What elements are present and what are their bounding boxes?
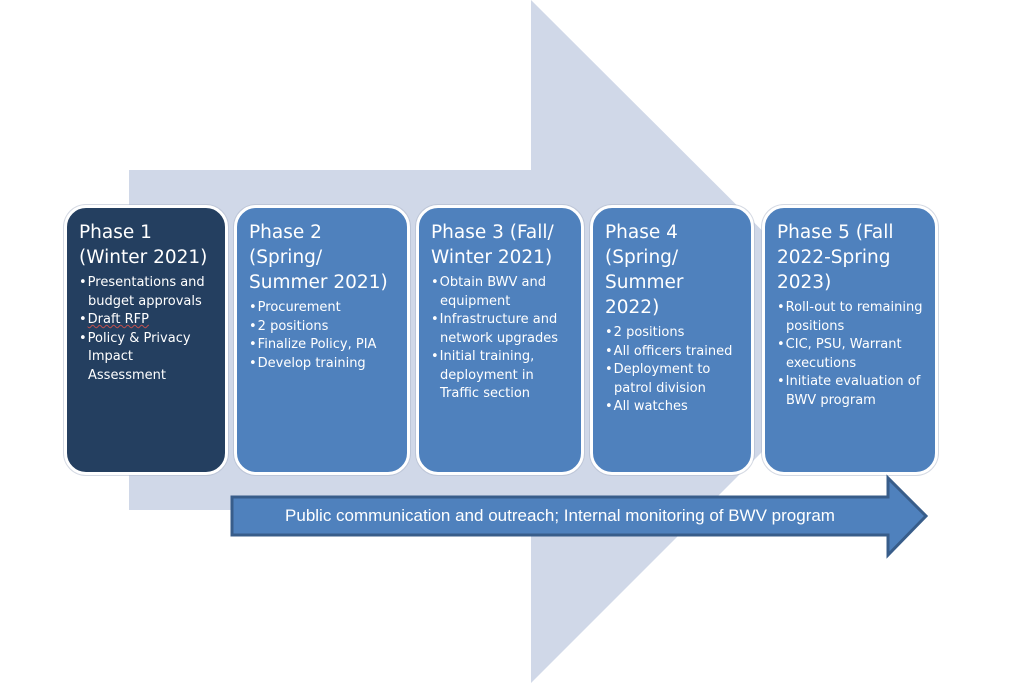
phase-2-title-line2: (Spring/ [249,247,323,268]
phase-4-box: Phase 4 (Spring/ Summer 2022) 2 position… [590,205,754,475]
phase-4-item: All officers trained [605,343,741,362]
phase-1-title: Phase 1 (Winter 2021) [79,220,215,270]
phase-3-item: Initial training, deployment in Traffic … [431,348,571,404]
phase-5-title-line1: Phase 5 (Fall [777,222,894,243]
phase-5-title-line3: 2023) [777,272,832,293]
phase-2-title-line1: Phase 2 [249,222,322,243]
phase-1-title-line2: (Winter 2021) [79,247,208,268]
phase-1-item: Draft RFP [79,311,215,330]
phase-1-items: Presentations and budget approvals Draft… [79,274,215,385]
bottom-arrow-shape [230,474,929,559]
phase-5-box: Phase 5 (Fall 2022-Spring 2023) Roll-out… [762,205,938,475]
phase-3-item: Infrastructure and network upgrades [431,311,571,348]
phase-4-title-line3: Summer 2022) [605,272,684,318]
phase-3-items: Obtain BWV and equipment Infrastructure … [431,274,571,404]
phase-2-item: 2 positions [249,318,397,337]
phase-2-title: Phase 2 (Spring/ Summer 2021) [249,220,397,295]
phase-3-item: Obtain BWV and equipment [431,274,571,311]
phase-1-item: Presentations and budget approvals [79,274,215,311]
phase-2-items: Procurement 2 positions Finalize Policy,… [249,299,397,373]
phase-4-title-line1: Phase 4 [605,222,678,243]
phase-2-item: Develop training [249,355,397,374]
phase-4-item: All watches [605,398,741,417]
phase-1-item-text: Draft RFP [87,312,149,327]
phase-1-item: Policy & Privacy Impact Assessment [79,330,215,386]
phase-5-items: Roll-out to remaining positions CIC, PSU… [777,299,925,410]
phase-3-box: Phase 3 (Fall/ Winter 2021) Obtain BWV a… [416,205,584,475]
phase-1-box: Phase 1 (Winter 2021) Presentations and … [64,205,228,475]
phase-5-item: Roll-out to remaining positions [777,299,925,336]
phase-3-title-line2: Winter 2021) [431,247,553,268]
bottom-arrow-label: Public communication and outreach; Inter… [285,506,835,525]
phase-4-items: 2 positions All officers trained Deploym… [605,324,741,417]
phase-3-title: Phase 3 (Fall/ Winter 2021) [431,220,571,270]
phase-5-title-line2: 2022-Spring [777,247,891,268]
phase-4-item: 2 positions [605,324,741,343]
phase-2-box: Phase 2 (Spring/ Summer 2021) Procuremen… [234,205,410,475]
phase-2-item: Finalize Policy, PIA [249,336,397,355]
phase-4-title-line2: (Spring/ [605,247,679,268]
phase-5-title: Phase 5 (Fall 2022-Spring 2023) [777,220,925,295]
phase-4-item: Deployment to patrol division [605,361,741,398]
phase-4-title: Phase 4 (Spring/ Summer 2022) [605,220,741,320]
phase-5-item: Initiate evaluation of BWV program [777,373,925,410]
phase-2-title-line3: Summer 2021) [249,272,388,293]
phase-3-title-line1: Phase 3 (Fall/ [431,222,554,243]
phase-5-item: CIC, PSU, Warrant executions [777,336,925,373]
phase-1-title-line1: Phase 1 [79,222,152,243]
phase-2-item: Procurement [249,299,397,318]
